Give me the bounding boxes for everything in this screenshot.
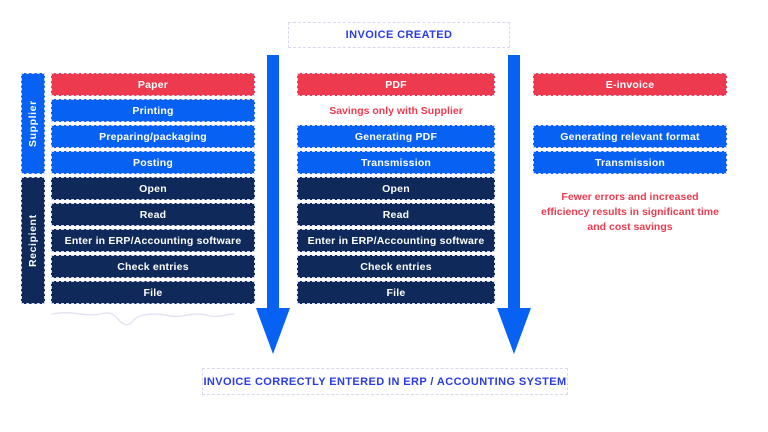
step-row: Printing	[51, 99, 255, 122]
column-pdf-header: PDF	[297, 73, 495, 96]
flow-arrow-left-shaft	[267, 55, 279, 309]
step-row: Transmission	[297, 151, 495, 174]
flow-arrow-left-head	[256, 308, 290, 354]
step-row: Enter in ERP/Accounting software	[51, 229, 255, 252]
step-row: Read	[51, 203, 255, 226]
bottom-banner: INVOICE CORRECTLY ENTERED IN ERP / ACCOU…	[202, 368, 568, 395]
step-row: Enter in ERP/Accounting software	[297, 229, 495, 252]
column-paper-header: Paper	[51, 73, 255, 96]
step-row: Open	[297, 177, 495, 200]
step-row: Open	[51, 177, 255, 200]
step-row: Generating relevant format	[533, 125, 727, 148]
pdf-savings-note: Savings only with Supplier	[329, 105, 463, 117]
step-row: File	[297, 281, 495, 304]
note-line: efficiency results in significant time	[541, 206, 719, 218]
step-row: Check entries	[51, 255, 255, 278]
top-banner: INVOICE CREATED	[288, 22, 510, 48]
note-line: and cost savings	[587, 221, 673, 233]
flow-arrow-right-head	[497, 308, 531, 354]
column-einvoice-header: E-invoice	[533, 73, 727, 96]
step-row: Check entries	[297, 255, 495, 278]
einvoice-benefits-note: Fewer errors and increased efficiency re…	[518, 190, 742, 235]
step-row: Generating PDF	[297, 125, 495, 148]
recipient-label: Recipient	[21, 177, 45, 304]
decorative-squiggle	[51, 312, 235, 326]
supplier-label: Supplier	[21, 73, 45, 174]
step-row: Preparing/packaging	[51, 125, 255, 148]
flow-arrow-right-shaft	[508, 55, 520, 309]
step-row: File	[51, 281, 255, 304]
step-row: Posting	[51, 151, 255, 174]
step-row: Read	[297, 203, 495, 226]
step-row: Transmission	[533, 151, 727, 174]
note-line: Fewer errors and increased	[561, 191, 699, 203]
